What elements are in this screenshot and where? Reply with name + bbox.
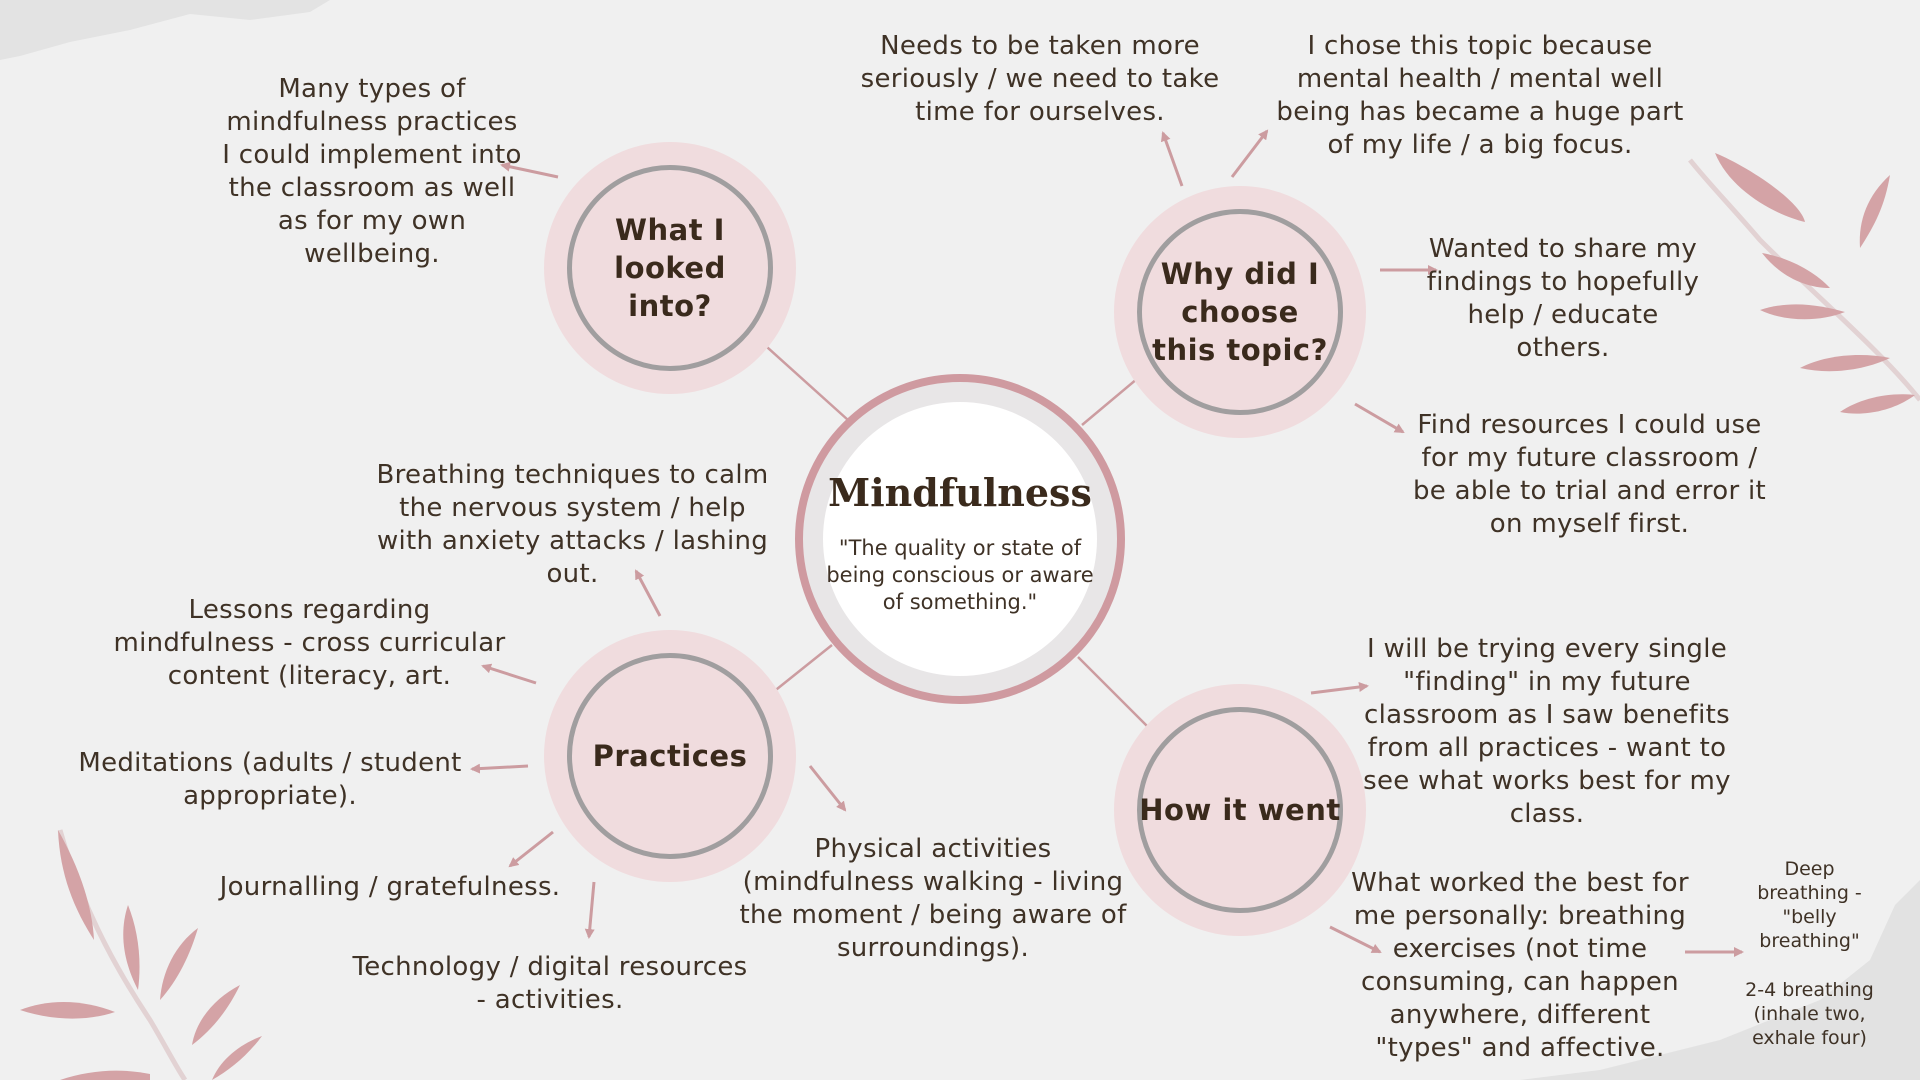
leaf-sprig-top-right — [1688, 153, 1920, 414]
note-why-resources: Find resources I could use for my future… — [1412, 410, 1767, 539]
note-went-24: 2-4 breathing (inhale two, exhale four) — [1745, 979, 1874, 1049]
hub-looked: What I looked into? — [567, 165, 773, 371]
note-practice-physical: Physical activities (mindfulness walking… — [739, 834, 1127, 963]
hub-practices: Practices — [567, 653, 773, 859]
note-practice-lessons: Lessons regarding mindfulness - cross cu… — [113, 595, 506, 691]
leaf-sprig-bottom-left — [20, 829, 262, 1080]
hub-looked-label: What I looked into? — [614, 213, 726, 323]
note-practice-breathing: Breathing techniques to calm the nervous… — [376, 460, 769, 589]
arrow-why-resources — [1354, 402, 1405, 434]
note-why-chose: I chose this topic because mental health… — [1276, 31, 1684, 160]
center-title: Mindfulness — [828, 470, 1092, 515]
hub-why: Why did I choose this topic? — [1137, 209, 1343, 415]
hub-why-label: Why did I choose this topic? — [1152, 257, 1328, 367]
torn-paper-bottom-right — [1520, 880, 1920, 1080]
note-went-trying: I will be trying every single "finding" … — [1363, 634, 1731, 829]
center-node-core — [823, 402, 1097, 676]
note-looked-into: Many types of mindfulness practices I co… — [222, 74, 522, 269]
arrow-practice-technology — [584, 881, 596, 939]
note-went-deep: Deep breathing - "belly breathing" — [1757, 858, 1862, 952]
hub-went-label: How it went — [1139, 793, 1341, 827]
arrow-went-trying — [1310, 682, 1369, 695]
arrow-why-chose — [1230, 129, 1269, 178]
torn-paper-top-left — [0, 0, 330, 60]
arrow-went-best — [1329, 925, 1382, 954]
note-practice-journalling: Journalling / gratefulness. — [219, 872, 561, 902]
note-practice-meditations: Meditations (adults / student appropriat… — [78, 748, 462, 811]
hub-practices-label: Practices — [592, 739, 748, 773]
note-practice-technology: Technology / digital resources - activit… — [352, 952, 748, 1015]
arrow-looked — [500, 161, 559, 179]
arrow-why-serious — [1160, 131, 1184, 187]
arrow-practice-physical — [808, 765, 847, 812]
arrow-practice-journalling — [508, 830, 554, 868]
arrow-practice-lessons — [481, 663, 537, 685]
center-subtitle: "The quality or state of being conscious… — [826, 536, 1094, 614]
arrow-practice-meditations — [470, 763, 529, 774]
note-went-best: What worked the best for me personally: … — [1351, 868, 1689, 1063]
note-why-serious: Needs to be taken more seriously / we ne… — [860, 31, 1220, 127]
arrow-practice-breathing — [634, 569, 662, 617]
note-why-share: Wanted to share my findings to hopefully… — [1426, 234, 1700, 363]
hub-went: How it went — [1137, 707, 1343, 913]
